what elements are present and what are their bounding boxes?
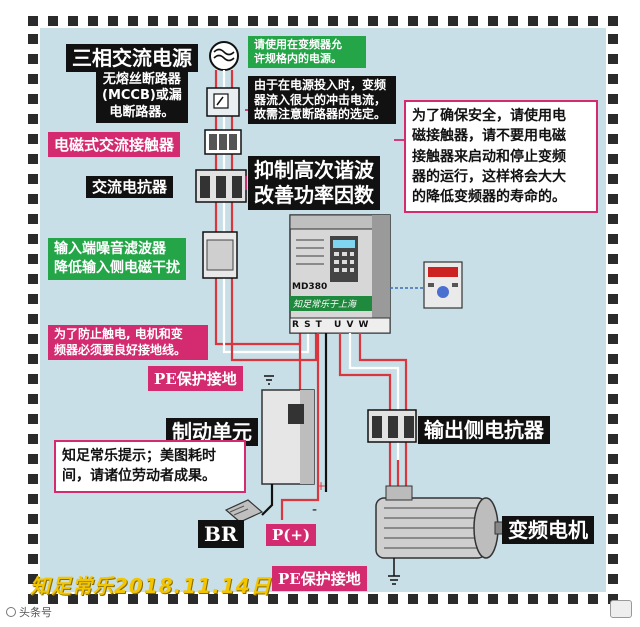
uvw-terminals: U V W <box>334 320 370 330</box>
source-logo-icon <box>6 607 16 617</box>
contactor-icon <box>204 129 242 155</box>
inrush-note: 由于在电源投入时，变频 器流入很大的冲击电流， 故需注意断路器的选定。 <box>248 76 396 124</box>
vfd-stamp: 知足常乐于上海 <box>290 296 372 311</box>
pe-ground-label-2: PE保护接地 <box>272 566 367 591</box>
motor-label: 变频电机 <box>502 516 594 544</box>
source-tag-text: 头条号 <box>19 606 52 619</box>
breaker-label: 无熔丝断路器 (MCCB)或漏 电断路器。 <box>96 70 188 123</box>
corner-badge-icon <box>610 600 632 618</box>
p-plus-label: P(+) <box>266 524 317 546</box>
input-reactor-label: 交流电抗器 <box>86 176 174 198</box>
tip-note: 知足常乐提示；美图耗时 间，请诸位劳动者成果。 <box>54 440 246 493</box>
brake-wires <box>261 333 328 520</box>
output-reactor-icon <box>367 409 417 443</box>
svg-text:+: + <box>316 479 326 493</box>
brake-resistor-icon <box>224 499 264 523</box>
source-label: 三相交流电源 <box>66 44 198 72</box>
noise-filter-label: 输入端噪音滤波器 降低输入侧电磁干扰 <box>48 238 186 280</box>
braking-unit-icon <box>261 389 315 485</box>
vfd-model: MD380 <box>292 282 328 292</box>
harmonic-label: 抑制高次谐波 改善功率因数 <box>248 156 380 210</box>
contactor-label: 电磁式交流接触器 <box>48 132 181 157</box>
ac-source-icon <box>209 41 239 71</box>
vfd-unit-icon <box>289 214 391 334</box>
date-watermark: 知足常乐2018.11.14日 <box>30 574 272 598</box>
keypad-icon <box>423 261 463 309</box>
br-label: BR <box>198 520 244 548</box>
rst-terminals: R S T <box>292 320 323 330</box>
safety-note: 为了确保安全，请使用电 磁接触器，请不要用电磁 接触器来启动和停止变频 器的运行… <box>404 100 598 214</box>
ground-symbols <box>264 375 400 585</box>
output-reactor-label: 输出侧电抗器 <box>418 416 550 444</box>
source-tag: 头条号 <box>6 604 52 620</box>
shock-note: 为了防止触电, 电机和变 频器必须要良好接地线。 <box>48 325 208 361</box>
pe-ground-label-1: PE保护接地 <box>148 366 243 391</box>
power-spec-note: 请使用在变频器允 许规格内的电源。 <box>248 36 366 68</box>
motor-icon <box>375 485 508 559</box>
noise-filter-icon <box>202 231 238 279</box>
svg-text:-: - <box>312 502 317 518</box>
breaker-icon <box>206 87 240 117</box>
input-reactor-icon <box>195 169 247 203</box>
